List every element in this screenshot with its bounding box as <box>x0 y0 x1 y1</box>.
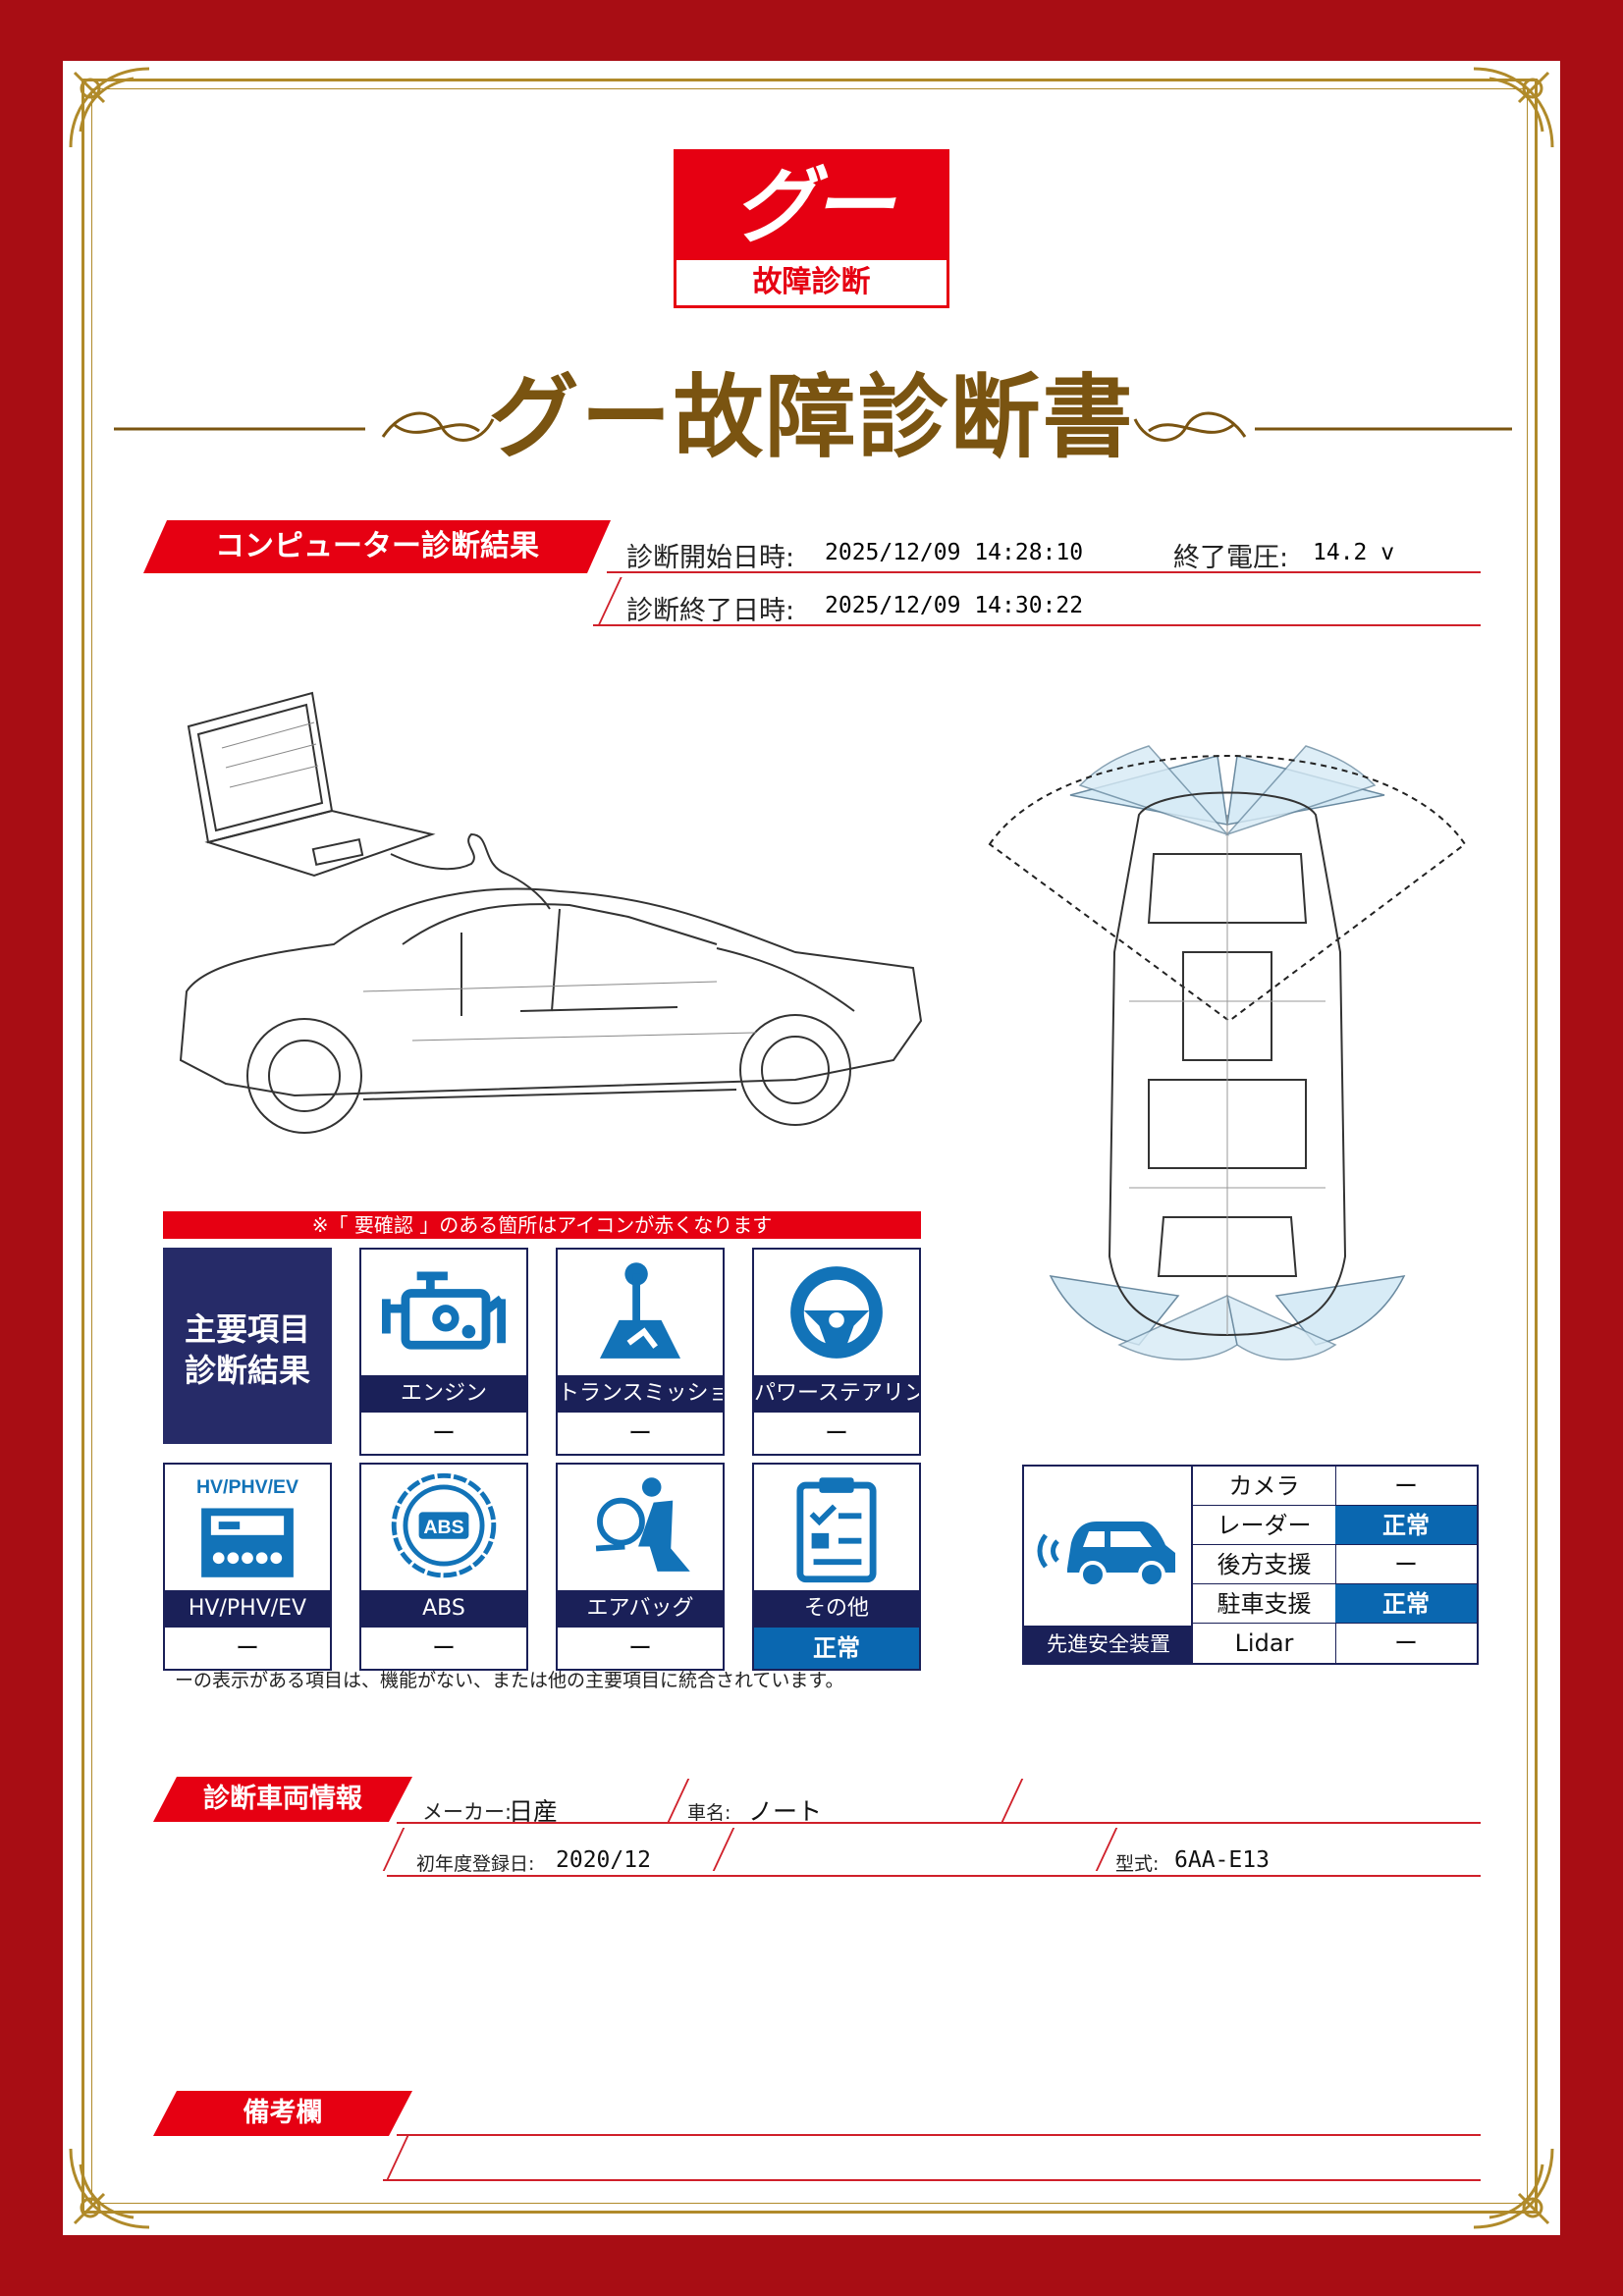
adas-row-lidar: Lidar ー <box>1193 1624 1477 1663</box>
main-items-heading: 主要項目 診断結果 <box>163 1248 332 1444</box>
item-name: ABS <box>361 1590 526 1628</box>
document-page <box>63 61 1560 2235</box>
document-title: グー故障診断書 <box>488 364 1135 470</box>
item-value: ー <box>432 1634 456 1662</box>
type-label: 型式: <box>1115 1853 1160 1875</box>
hybrid-icon-text: HV/PHV/EV <box>196 1476 298 1498</box>
abs-icon-text: ABS <box>423 1517 463 1538</box>
adas-row-parking-assist: 駐車支援正常 <box>1193 1584 1477 1624</box>
model-label: 車名: <box>687 1802 731 1824</box>
adas-row-name: 後方支援 <box>1193 1545 1336 1583</box>
main-items-heading-line1: 主要項目 <box>184 1310 310 1348</box>
section-vehicle-info: 診断車両情報 <box>153 1777 412 1822</box>
dash-footnote: ーの表示がある項目は、機能がない、または他の主要項目に統合されています。 <box>175 1670 844 1691</box>
item-name: エアバッグ <box>558 1590 723 1628</box>
car-top-view-sensor-illustration <box>988 745 1467 1361</box>
adas-row-value: 正常 <box>1335 1506 1477 1544</box>
divider-line <box>397 1822 1481 1824</box>
item-name: その他 <box>754 1590 919 1628</box>
section-remarks: 備考欄 <box>153 2091 412 2136</box>
main-items-heading-line2: 診断結果 <box>184 1352 310 1389</box>
model-value: ノート <box>748 1797 823 1826</box>
red-icon-notice: ※「 要確認 」のある箇所はアイコンが赤くなります <box>163 1211 921 1239</box>
logo-subtitle: 故障診断 <box>752 265 871 299</box>
item-name: HV/PHV/EV <box>165 1590 330 1628</box>
engine-icon <box>382 1271 506 1350</box>
result-abs: ABS ABS ー <box>359 1463 528 1671</box>
diagnosis-end-label: 診断終了日時: <box>626 596 795 626</box>
logo-mark: グー <box>676 152 947 260</box>
gear-shift-icon <box>599 1262 681 1359</box>
car-side-illustration <box>179 691 923 1134</box>
divider-line <box>387 1875 1481 1877</box>
item-value: ー <box>628 1634 652 1662</box>
item-name: エンジン <box>361 1375 526 1413</box>
type-value: 6AA-E13 <box>1174 1847 1270 1873</box>
divider-line <box>607 571 1481 573</box>
item-value: 正常 <box>754 1628 919 1669</box>
section-computer-diagnosis: コンピューター診断結果 <box>143 520 611 573</box>
maker-label: メーカー: <box>422 1800 513 1824</box>
adas-row-name: 駐車支援 <box>1193 1584 1336 1623</box>
first-registration-value: 2020/12 <box>556 1847 651 1873</box>
adas-row-rear-assist: 後方支援 ー <box>1193 1545 1477 1584</box>
corner-ornament-icon <box>69 2148 150 2229</box>
adas-row-name: カメラ <box>1193 1467 1336 1505</box>
corner-ornament-icon <box>1473 67 1554 148</box>
adas-row-value: 正常 <box>1335 1584 1477 1623</box>
gold-border-outer <box>81 79 1538 2214</box>
item-value: ー <box>628 1419 652 1447</box>
divider-line <box>397 2134 1481 2136</box>
abs-icon: ABS <box>391 1472 497 1578</box>
result-transmission: トランスミッション ー <box>556 1248 725 1456</box>
item-value: ー <box>432 1419 456 1447</box>
diagnosis-start-value: 2025/12/09 14:28:10 <box>825 540 1084 565</box>
item-value: ー <box>825 1419 848 1447</box>
gold-border-inner <box>91 88 1528 2204</box>
corner-ornament-icon <box>69 67 150 148</box>
maker-value: 日産 <box>509 1797 559 1826</box>
first-registration-label: 初年度登録日: <box>416 1853 535 1875</box>
result-engine: エンジン ー <box>359 1248 528 1456</box>
end-voltage-value: 14.2 v <box>1313 540 1395 565</box>
item-name: パワーステアリング <box>754 1375 919 1413</box>
adas-row-camera: カメラ ー <box>1193 1467 1477 1506</box>
airbag-icon <box>595 1477 690 1572</box>
clipboard-icon <box>796 1477 877 1583</box>
item-value: ー <box>236 1634 259 1662</box>
divider-line <box>383 2179 1481 2181</box>
steering-wheel-icon <box>790 1266 883 1359</box>
goo-diagnosis-logo: グー 故障診断 <box>674 149 949 308</box>
corner-ornament-icon <box>1473 2148 1554 2229</box>
result-power-steering: パワーステアリング ー <box>752 1248 921 1456</box>
adas-label: 先進安全装置 <box>1024 1626 1193 1663</box>
result-hv-phv-ev: HV/PHV/EV HV/PHV/EV ー <box>163 1463 332 1671</box>
adas-row-name: レーダー <box>1193 1506 1336 1544</box>
hybrid-system-icon: HV/PHV/EV <box>196 1476 298 1577</box>
adas-row-name: Lidar <box>1193 1624 1336 1663</box>
adas-row-value: ー <box>1394 1629 1418 1657</box>
diagnosis-start-label: 診断開始日時: <box>626 543 795 573</box>
adas-row-value: ー <box>1394 1472 1418 1500</box>
adas-row-radar: レーダー正常 <box>1193 1506 1477 1545</box>
title-flourish-lines <box>114 411 1512 442</box>
adas-divider <box>1191 1467 1193 1663</box>
end-voltage-label: 終了電圧: <box>1173 543 1289 573</box>
car-sensor-icon <box>1037 1522 1175 1588</box>
divider-line <box>593 624 1481 626</box>
item-name: トランスミッション <box>558 1375 723 1413</box>
result-other: その他 正常 <box>752 1463 921 1671</box>
diagnosis-end-value: 2025/12/09 14:30:22 <box>825 593 1084 618</box>
adas-row-value: ー <box>1394 1551 1418 1578</box>
result-airbag: エアバッグ ー <box>556 1463 725 1671</box>
